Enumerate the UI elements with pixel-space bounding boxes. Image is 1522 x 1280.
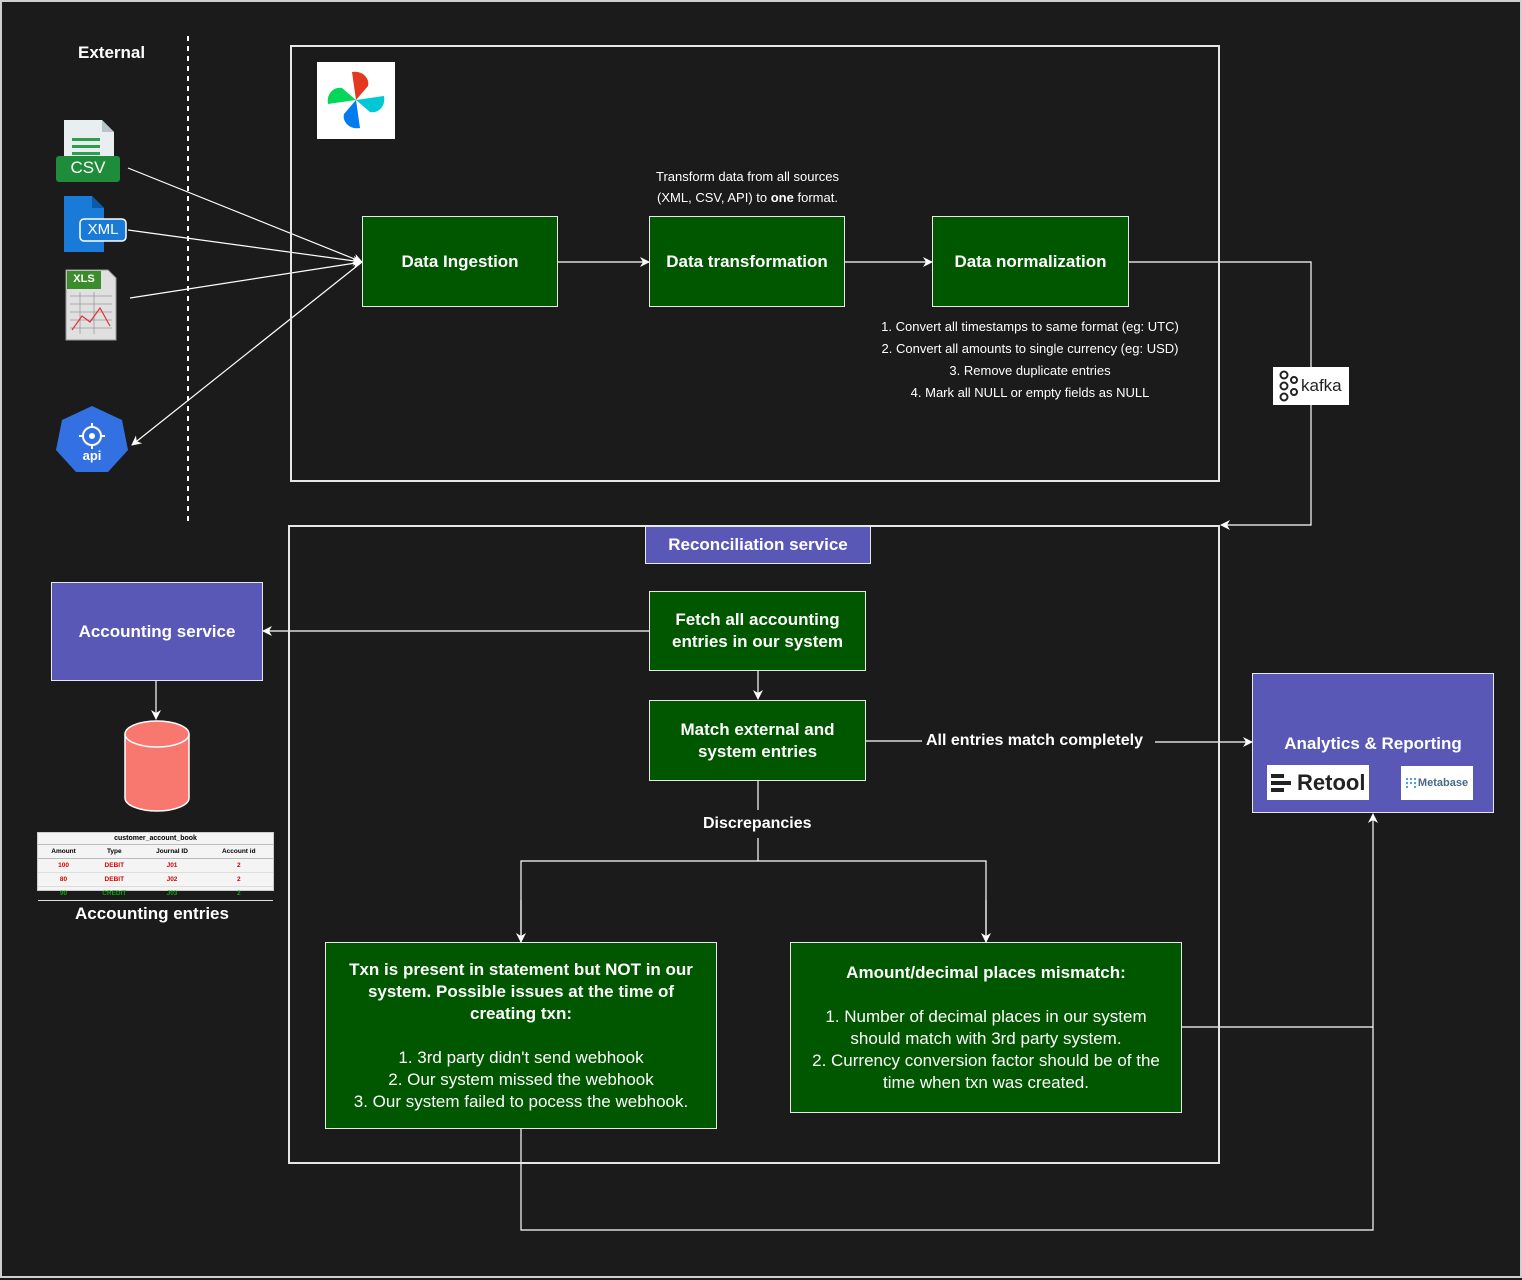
- ledger-cell: 90: [38, 886, 90, 901]
- table-row: 100 DEBIT J01 2: [38, 858, 273, 873]
- xls-file-icon: XLS: [64, 268, 118, 342]
- ledger-header-amount: Amount: [38, 845, 90, 859]
- database-icon: [123, 720, 191, 813]
- match-entries-box[interactable]: Match external and system entries: [649, 700, 866, 781]
- ledger-title: customer_account_book: [38, 833, 273, 845]
- ledger-cell: J01: [139, 858, 205, 873]
- mismatch-title: Amount/decimal places mismatch:: [846, 962, 1126, 982]
- norm-note-4: 4. Mark all NULL or empty fields as NULL: [910, 385, 1150, 400]
- ledger-cell: CREDIT: [89, 886, 140, 901]
- mismatch-item-3: 2. Currency conversion factor should be …: [812, 1050, 1160, 1070]
- api-label: api: [82, 448, 102, 463]
- ingestion-pipeline-frame: [290, 45, 1220, 482]
- match-line-2: system entries: [697, 741, 818, 761]
- ledger-cell: J03: [139, 886, 205, 901]
- missing-title-1: Txn is present in statement but NOT in o…: [349, 959, 693, 979]
- ledger-cell: 2: [204, 886, 273, 901]
- amount-mismatch-box[interactable]: Amount/decimal places mismatch: 1. Numbe…: [790, 942, 1182, 1113]
- accounting-service-box[interactable]: Accounting service: [51, 582, 263, 681]
- discrepancies-label: Discrepancies: [703, 815, 812, 832]
- api-icon: api: [56, 404, 128, 474]
- missing-item-3: 3. Our system failed to pocess the webho…: [353, 1091, 689, 1111]
- all-match-label: All entries match completely: [926, 732, 1143, 749]
- analytics-title: Analytics & Reporting: [1284, 734, 1462, 753]
- ledger-header-type: Type: [89, 845, 140, 859]
- table-row: 90 CREDIT J03 2: [38, 886, 273, 901]
- data-normalization-box[interactable]: Data normalization: [932, 216, 1129, 307]
- metabase-logo-icon: Metabase: [1401, 766, 1473, 800]
- ledger-header-row: Amount Type Journal ID Account id: [38, 845, 273, 859]
- transform-note-line1: Transform data from all sources: [655, 169, 840, 184]
- table-row: 80 DEBIT J02 2: [38, 872, 273, 887]
- ledger-header-journal: Journal ID: [139, 845, 205, 859]
- ledger-cell: 2: [204, 858, 273, 873]
- analytics-reporting-box[interactable]: Analytics & Reporting Retool Metabase: [1252, 673, 1494, 813]
- ledger-cell: 100: [38, 858, 90, 873]
- mismatch-item-4: time when txn was created.: [883, 1072, 1089, 1092]
- airflow-logo-icon: [317, 62, 395, 139]
- ledger-cell: 2: [204, 872, 273, 887]
- csv-label: CSV: [70, 158, 106, 177]
- mismatch-item-2: should match with 3rd party system.: [850, 1028, 1122, 1048]
- transform-note: Transform data from all sources (XML, CS…: [600, 166, 895, 208]
- accounting-entries-label: Accounting entries: [75, 904, 229, 923]
- norm-note-3: 3. Remove duplicate entries: [949, 363, 1111, 378]
- ledger-cell: J02: [139, 872, 205, 887]
- csv-file-icon: CSV: [56, 118, 120, 184]
- missing-txn-box[interactable]: Txn is present in statement but NOT in o…: [325, 942, 717, 1129]
- xml-file-icon: XML: [62, 194, 128, 254]
- ledger-cell: DEBIT: [89, 872, 140, 887]
- fetch-line-2: entries in our system: [671, 632, 843, 651]
- norm-note-1: 1. Convert all timestamps to same format…: [881, 319, 1179, 334]
- mismatch-item-1: 1. Number of decimal places in our syste…: [825, 1006, 1147, 1026]
- fetch-entries-box[interactable]: Fetch all accounting entries in our syst…: [649, 591, 866, 671]
- kafka-logo-icon: kafka: [1273, 367, 1349, 405]
- ledger-cell: 80: [38, 872, 90, 887]
- data-transformation-box[interactable]: Data transformation: [649, 216, 845, 307]
- ledger-cell: DEBIT: [89, 858, 140, 873]
- kafka-label: kafka: [1301, 376, 1342, 395]
- data-ingestion-box[interactable]: Data Ingestion: [362, 216, 558, 307]
- xls-label: XLS: [73, 273, 95, 285]
- xml-label: XML: [87, 221, 119, 238]
- match-line-1: Match external and: [680, 719, 835, 739]
- missing-item-2: 2. Our system missed the webhook: [388, 1069, 654, 1089]
- ledger-header-account: Account id: [204, 845, 273, 859]
- transform-note-line2: (XML, CSV, API) to one format.: [657, 190, 838, 205]
- missing-title-2: system. Possible issues at the time of: [367, 981, 675, 1001]
- retool-label: Retool: [1297, 769, 1366, 795]
- missing-item-1: 1. 3rd party didn't send webhook: [398, 1047, 644, 1067]
- metabase-label: Metabase: [1417, 777, 1469, 789]
- norm-note-2: 2. Convert all amounts to single currenc…: [881, 341, 1179, 356]
- external-label: External: [78, 43, 146, 62]
- reconciliation-service-title: Reconciliation service: [645, 526, 871, 564]
- retool-logo-icon: Retool: [1267, 765, 1369, 800]
- customer-account-book-table: customer_account_book Amount Type Journa…: [37, 832, 274, 901]
- normalization-notes: 1. Convert all timestamps to same format…: [860, 316, 1200, 404]
- fetch-line-1: Fetch all accounting: [675, 610, 840, 629]
- missing-title-3: creating txn:: [469, 1003, 573, 1023]
